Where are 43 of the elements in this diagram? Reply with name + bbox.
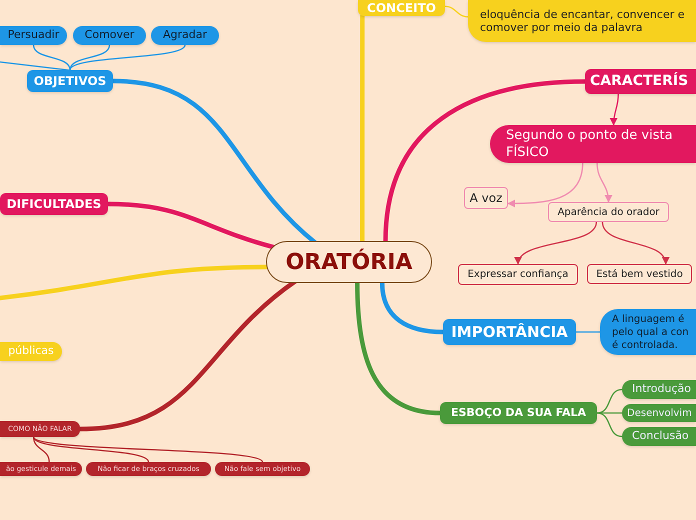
- text-box: Está bem vestido: [587, 264, 692, 284]
- text-box: Expressar confiança: [458, 264, 578, 285]
- connector: [596, 412, 623, 438]
- connector: [596, 388, 623, 414]
- connector: [32, 436, 150, 463]
- connector: [596, 162, 612, 203]
- subtopic-pill: públicas: [0, 342, 62, 361]
- note-box: eloquência de encantar, convencer e comover por meio da palavra: [468, 0, 696, 42]
- connector: [575, 331, 601, 333]
- topic-box: OBJETIVOS: [27, 70, 113, 92]
- connector: [380, 280, 446, 334]
- connector: [32, 436, 50, 463]
- connector: [444, 6, 469, 18]
- topic-box: IMPORTÂNCIA: [443, 319, 576, 345]
- connector: [610, 93, 619, 126]
- subtopic-pill: Persuadir: [0, 26, 67, 45]
- connector: [360, 14, 365, 244]
- text-box: Aparência do orador: [548, 202, 669, 222]
- subtopic-pill: Agradar: [151, 26, 219, 45]
- note-box: A linguagem é pelo qual a con é controlada.: [600, 309, 696, 355]
- text-box: A voz: [464, 187, 508, 209]
- topic-box: CONCEITO: [358, 0, 445, 16]
- topic-box: CARACTERÍS: [585, 69, 696, 94]
- subtopic-pill: Desenvolvim: [622, 404, 696, 422]
- connector: [516, 221, 598, 265]
- connector: [383, 79, 588, 244]
- topic-box: ESBOÇO DA SUA FALA: [440, 402, 597, 424]
- connector: [69, 44, 186, 71]
- connector: [0, 264, 268, 300]
- subtopic-pill: Introdução: [622, 380, 696, 399]
- central-topic: ORATÓRIA: [266, 241, 432, 283]
- connector: [602, 221, 668, 265]
- subtopic-pill: Segundo o ponto de vista FÍSICO: [490, 125, 696, 163]
- connector: [69, 44, 110, 71]
- connector: [0, 61, 71, 71]
- connector: [355, 280, 442, 416]
- connector: [507, 162, 584, 208]
- connector: [32, 44, 71, 71]
- subtopic-pill: Comover: [73, 26, 146, 45]
- connector: [106, 202, 277, 250]
- subtopic-pill: Conclusão: [622, 427, 696, 446]
- topic-box: DIFICULTADES: [0, 193, 108, 215]
- connector: [32, 436, 264, 463]
